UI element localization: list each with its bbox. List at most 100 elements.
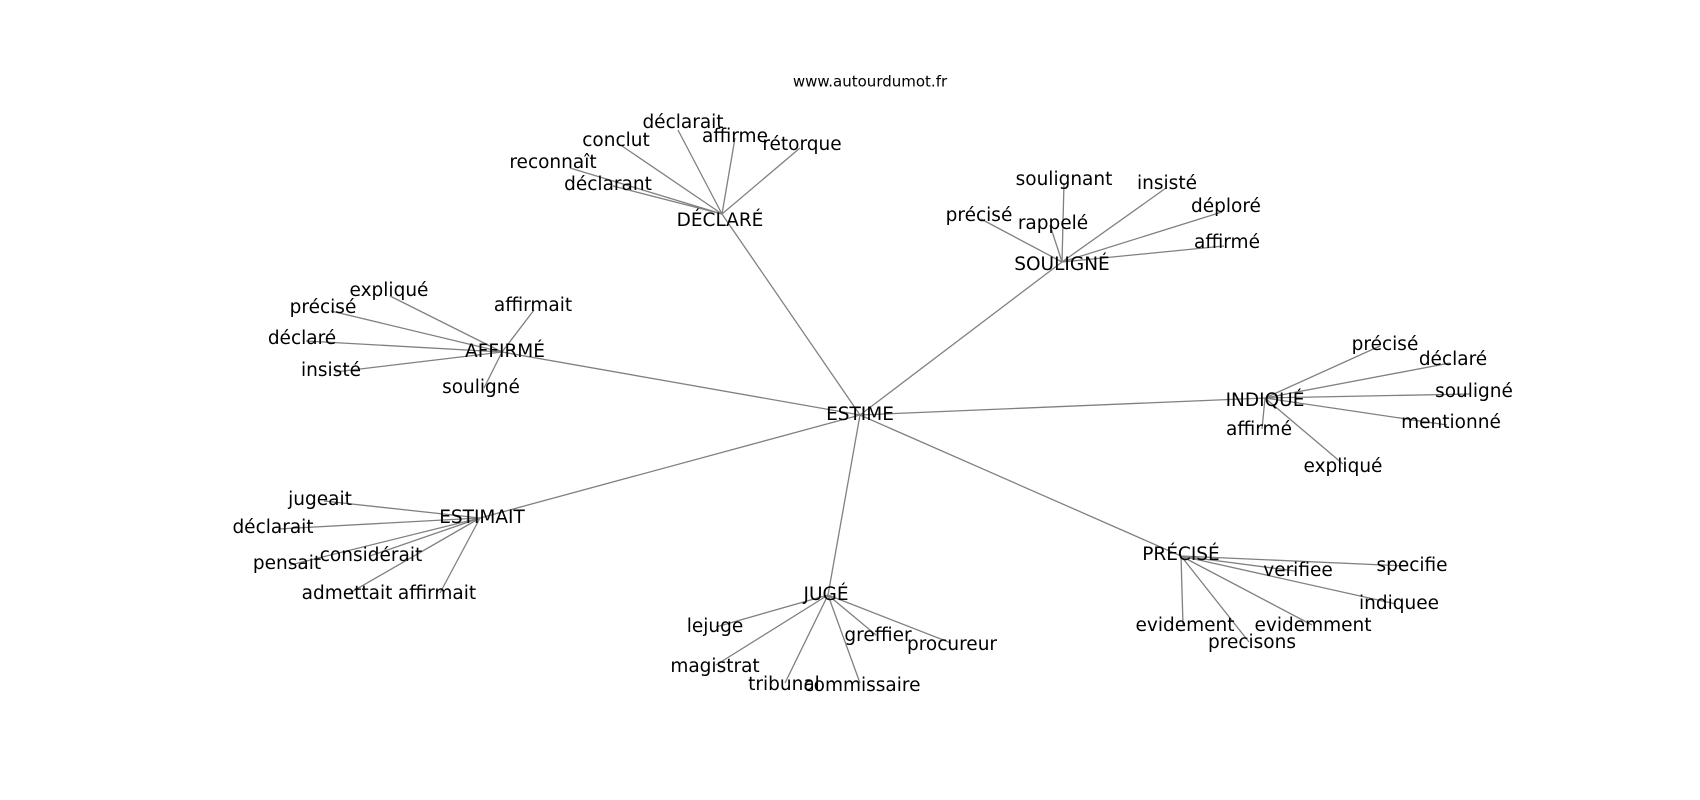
edge-hub-leaf bbox=[827, 594, 877, 636]
leaf-node[interactable]: reconnaît bbox=[509, 152, 596, 173]
edge-center-hub bbox=[501, 351, 861, 416]
edge-hub-leaf bbox=[330, 310, 503, 353]
leaf-node[interactable]: affirmé bbox=[1226, 419, 1292, 440]
hub-node[interactable]: JUGÉ bbox=[802, 583, 848, 605]
leaf-node[interactable]: soulignant bbox=[1016, 169, 1113, 190]
edge-hub-leaf bbox=[1180, 555, 1408, 567]
edge-hub-leaf bbox=[569, 167, 723, 215]
leaf-node[interactable]: tribunal bbox=[748, 674, 820, 695]
leaf-node[interactable]: commissaire bbox=[803, 675, 920, 696]
leaf-node[interactable]: précisé bbox=[290, 297, 357, 318]
site-label: www.autourdumot.fr bbox=[793, 73, 948, 91]
graph-edges bbox=[277, 129, 1471, 684]
hub-node[interactable]: SOULIGNÉ bbox=[1014, 253, 1109, 275]
edge-center-hub bbox=[859, 397, 1266, 416]
leaf-node[interactable]: evidemment bbox=[1255, 615, 1372, 636]
edge-hub-leaf bbox=[289, 517, 481, 566]
edge-hub-leaf bbox=[1061, 245, 1225, 263]
edge-hub-leaf bbox=[980, 218, 1063, 263]
leaf-node[interactable]: procureur bbox=[907, 634, 997, 655]
hub-node[interactable]: ESTIMAIT bbox=[439, 507, 525, 528]
edge-hub-leaf bbox=[1180, 555, 1397, 605]
leaf-node[interactable]: affirmé bbox=[1194, 232, 1260, 253]
edge-hub-leaf bbox=[277, 517, 481, 530]
edge-hub-leaf bbox=[1180, 555, 1250, 643]
edge-hub-leaf bbox=[677, 129, 723, 215]
edge-hub-leaf bbox=[501, 309, 535, 353]
center-node[interactable]: ESTIME bbox=[826, 404, 894, 425]
edge-hub-leaf bbox=[827, 594, 861, 684]
leaf-node[interactable]: specifie bbox=[1376, 555, 1447, 576]
leaf-node[interactable]: pensait bbox=[253, 553, 321, 574]
leaf-node[interactable]: conclut bbox=[582, 130, 650, 151]
leaf-node[interactable]: expliqué bbox=[1304, 456, 1383, 477]
hub-node[interactable]: INDIQUÉ bbox=[1226, 389, 1305, 411]
edge-hub-leaf bbox=[1061, 211, 1223, 263]
leaf-node[interactable]: expliqué bbox=[350, 280, 429, 301]
edge-hub-leaf bbox=[784, 594, 829, 684]
edge-hub-leaf bbox=[1180, 555, 1313, 626]
leaf-node[interactable]: mentionné bbox=[1401, 412, 1501, 433]
leaf-node[interactable]: magistrat bbox=[670, 656, 759, 677]
leaf-node[interactable]: indiquee bbox=[1359, 593, 1439, 614]
edge-hub-leaf bbox=[483, 351, 503, 389]
edge-center-hub bbox=[859, 261, 1063, 416]
edge-hub-leaf bbox=[347, 517, 481, 595]
edge-hub-leaf bbox=[1264, 397, 1448, 426]
leaf-node[interactable]: déploré bbox=[1191, 196, 1261, 217]
edge-hub-leaf bbox=[827, 594, 952, 644]
leaf-node[interactable]: déclarant bbox=[564, 174, 652, 195]
leaf-node[interactable]: précisé bbox=[1352, 334, 1419, 355]
edge-hub-leaf bbox=[721, 147, 801, 215]
edge-hub-leaf bbox=[334, 351, 503, 373]
edge-hub-leaf bbox=[1264, 345, 1381, 399]
hub-node[interactable]: DÉCLARÉ bbox=[677, 209, 764, 231]
edge-hub-leaf bbox=[389, 295, 503, 353]
edge-hub-leaf bbox=[305, 340, 503, 353]
leaf-node[interactable]: déclaré bbox=[268, 328, 336, 349]
leaf-node[interactable]: verifiee bbox=[1263, 560, 1333, 581]
leaf-node[interactable]: evidement bbox=[1136, 615, 1235, 636]
leaf-node[interactable]: lejuge bbox=[687, 616, 744, 637]
leaf-node[interactable]: affirmait bbox=[398, 583, 476, 604]
edge-hub-leaf bbox=[323, 500, 481, 519]
leaf-node[interactable]: précisé bbox=[946, 205, 1013, 226]
edge-center-hub bbox=[721, 213, 861, 416]
edge-hub-leaf bbox=[612, 185, 723, 215]
leaf-node[interactable]: souligné bbox=[1435, 381, 1513, 402]
leaf-node[interactable]: déclaré bbox=[1419, 349, 1487, 370]
leaf-node[interactable]: rappelé bbox=[1018, 213, 1088, 234]
edge-hub-leaf bbox=[369, 517, 481, 557]
edge-hub-leaf bbox=[1049, 224, 1063, 263]
edge-center-hub bbox=[479, 414, 861, 519]
leaf-node[interactable]: déclarait bbox=[642, 112, 723, 133]
edge-hub-leaf bbox=[1264, 362, 1451, 399]
leaf-node[interactable]: jugeait bbox=[287, 489, 352, 510]
edge-hub-leaf bbox=[621, 145, 723, 215]
leaf-node[interactable]: souligné bbox=[442, 377, 520, 398]
edge-hub-leaf bbox=[721, 137, 736, 215]
leaf-node[interactable]: affirme bbox=[702, 126, 768, 147]
hub-node[interactable]: PRÉCISÉ bbox=[1142, 543, 1220, 565]
edge-hub-leaf bbox=[1061, 187, 1167, 263]
edge-hub-leaf bbox=[715, 594, 829, 666]
leaf-node[interactable]: déclarait bbox=[232, 517, 313, 538]
leaf-node[interactable]: affirmait bbox=[494, 295, 572, 316]
leaf-node[interactable]: admettait bbox=[302, 583, 393, 604]
leaf-node[interactable]: considérait bbox=[320, 545, 422, 566]
leaf-node[interactable]: insisté bbox=[1137, 173, 1197, 194]
edge-hub-leaf bbox=[1264, 393, 1471, 399]
leaf-node[interactable]: greffier bbox=[844, 625, 912, 646]
leaf-node[interactable]: rétorque bbox=[762, 134, 841, 155]
hub-node[interactable]: AFFIRMÉ bbox=[465, 340, 545, 362]
edge-hub-leaf bbox=[1180, 555, 1296, 572]
leaf-node[interactable]: insisté bbox=[301, 360, 361, 381]
edge-hub-leaf bbox=[1180, 555, 1184, 626]
leaf-node[interactable]: precisons bbox=[1208, 632, 1296, 653]
edge-hub-leaf bbox=[1264, 397, 1344, 465]
edge-hub-leaf bbox=[1061, 182, 1065, 263]
edge-hub-leaf bbox=[715, 594, 829, 628]
edge-center-hub bbox=[859, 414, 1182, 557]
edge-hub-leaf bbox=[1261, 397, 1266, 430]
